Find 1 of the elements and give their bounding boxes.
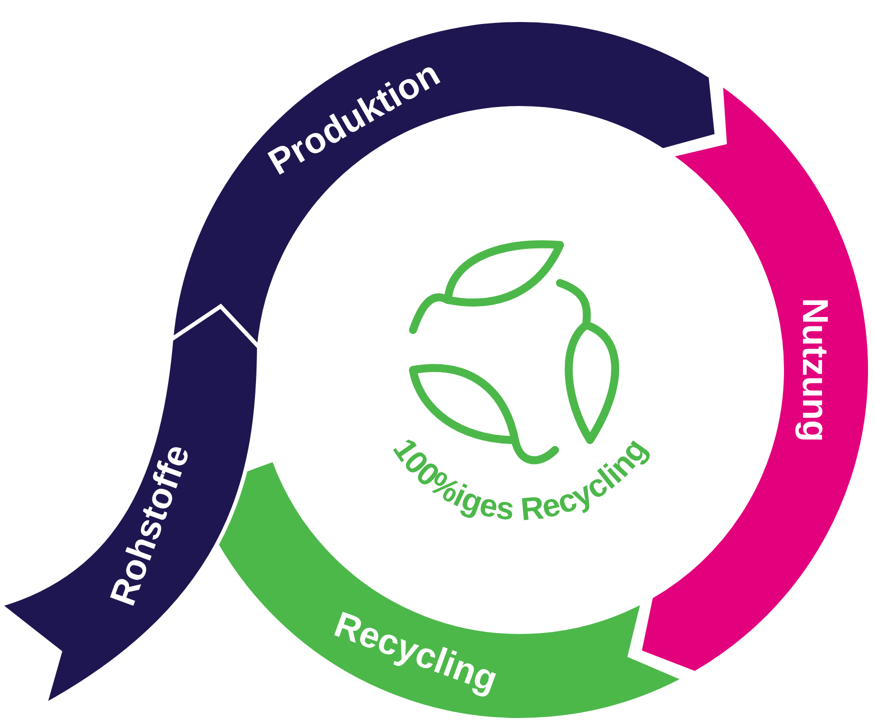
band-label: Nutzung <box>796 298 833 442</box>
